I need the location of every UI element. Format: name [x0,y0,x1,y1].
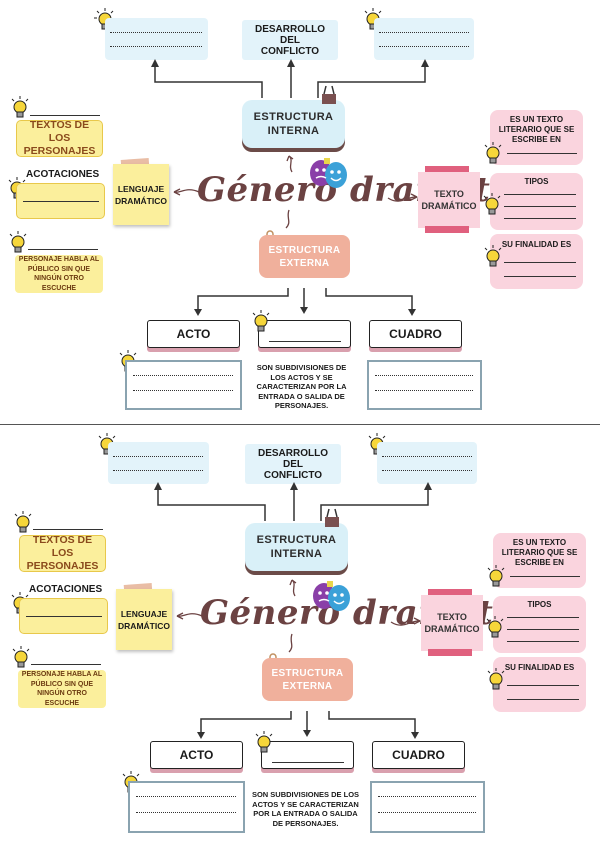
desarrollo-conflicto-label: DESARROLLO DEL CONFLICTO [245,444,341,484]
worksheet-top: DESARROLLO DEL CONFLICTO ESTRUCTURA INTE… [0,0,600,424]
acotaciones-label: ACOTACIONES [26,169,100,180]
page-title: Género dramático [200,593,552,633]
acto-box: ACTO [150,741,243,769]
lightbulb-icon [485,565,507,589]
estructura-interna-box: ESTRUCTURA INTERNA [242,100,345,148]
estructura-externa-box: ESTRUCTURA EXTERNA [262,658,353,701]
escena-definition: SON SUBDIVISIONES DE LOS ACTOS Y SE CARA… [251,790,360,828]
acotaciones-label: ACOTACIONES [29,584,103,595]
escena-blank-box[interactable] [258,320,351,348]
page-divider [0,424,600,425]
desarrollo-conflicto-label: DESARROLLO DEL CONFLICTO [242,20,338,60]
arrows-interna [151,59,429,316]
texto-dramatico-box: TEXTO DRAMÁTICO [418,172,480,228]
lightbulb-icon [12,511,34,535]
estructura-interna-box: ESTRUCTURA INTERNA [245,523,348,571]
finalidad-box: SU FINALIDAD ES [493,657,586,712]
acto-blank-frame[interactable] [125,360,242,410]
texto-dramatico-box: TEXTO DRAMÁTICO [421,595,483,651]
tipos-box: TIPOS [490,173,583,230]
lightbulb-icon [10,646,32,670]
title-swirls [173,155,418,229]
lightbulb-icon [96,433,118,457]
acotaciones-blank-box[interactable] [19,598,108,634]
tipos-label: TIPOS [527,600,552,609]
definicion-box: ES UN TEXTO LITERARIO QUE SE ESCRIBE EN [493,533,586,588]
acto-blank-frame[interactable] [128,781,245,833]
definicion-label: ES UN TEXTO LITERARIO QUE SE ESCRIBE EN [498,115,575,144]
lightbulb-icon [485,668,507,692]
arrows-interna [154,482,432,739]
lightbulb-icon [9,96,31,120]
theater-masks-icon [307,158,351,190]
lightbulb-icon [250,310,272,334]
estructura-externa-box: ESTRUCTURA EXTERNA [259,235,350,278]
blank-box-top-right[interactable] [374,18,474,60]
finalidad-box: SU FINALIDAD ES [490,234,583,289]
worksheet-bottom: DESARROLLO DEL CONFLICTO ESTRUCTURA INTE… [0,425,600,849]
blank-box-top-left[interactable] [105,18,208,60]
tipos-box: TIPOS [493,596,586,653]
definicion-box: ES UN TEXTO LITERARIO QUE SE ESCRIBE EN [490,110,583,165]
finalidad-label: SU FINALIDAD ES [501,240,572,249]
aparte-box: PERSONAJE HABLA AL PÚBLICO SIN QUE NINGÚ… [15,255,103,293]
escena-blank-box[interactable] [261,741,354,769]
aparte-box: PERSONAJE HABLA AL PÚBLICO SIN QUE NINGÚ… [18,670,106,708]
tipos-label: TIPOS [524,177,549,186]
cuadro-blank-frame[interactable] [367,360,482,410]
lightbulb-icon [482,245,504,269]
acto-box: ACTO [147,320,240,348]
lightbulb-icon [253,731,275,755]
title-swirls [176,579,421,653]
lightbulb-icon [481,193,503,217]
lenguaje-dramatico-note: LENGUAJE DRAMÁTICO [116,589,172,650]
binder-clip-icon [320,85,338,106]
page-title: Género dramático [197,170,549,210]
finalidad-label: SU FINALIDAD ES [504,663,575,672]
lenguaje-dramatico-note: LENGUAJE DRAMÁTICO [113,164,169,225]
lightbulb-icon [482,142,504,166]
definicion-label: ES UN TEXTO LITERARIO QUE SE ESCRIBE EN [501,538,578,567]
binder-clip-icon [323,508,341,529]
blank-box-top-right[interactable] [377,442,477,484]
textos-personajes-box: TEXTOS DE LOS PERSONAJES [16,119,103,157]
blank-box-top-left[interactable] [108,442,209,484]
theater-masks-icon [310,581,354,613]
lightbulb-icon [484,616,506,640]
cuadro-box: CUADRO [369,320,462,348]
acotaciones-blank-box[interactable] [16,183,105,219]
cuadro-box: CUADRO [372,741,465,769]
cuadro-blank-frame[interactable] [370,781,485,833]
textos-personajes-box: TEXTOS DE LOS PERSONAJES [19,534,106,572]
escena-definition: SON SUBDIVISIONES DE LOS ACTOS Y SE CARA… [256,363,347,411]
lightbulb-icon [7,231,29,255]
